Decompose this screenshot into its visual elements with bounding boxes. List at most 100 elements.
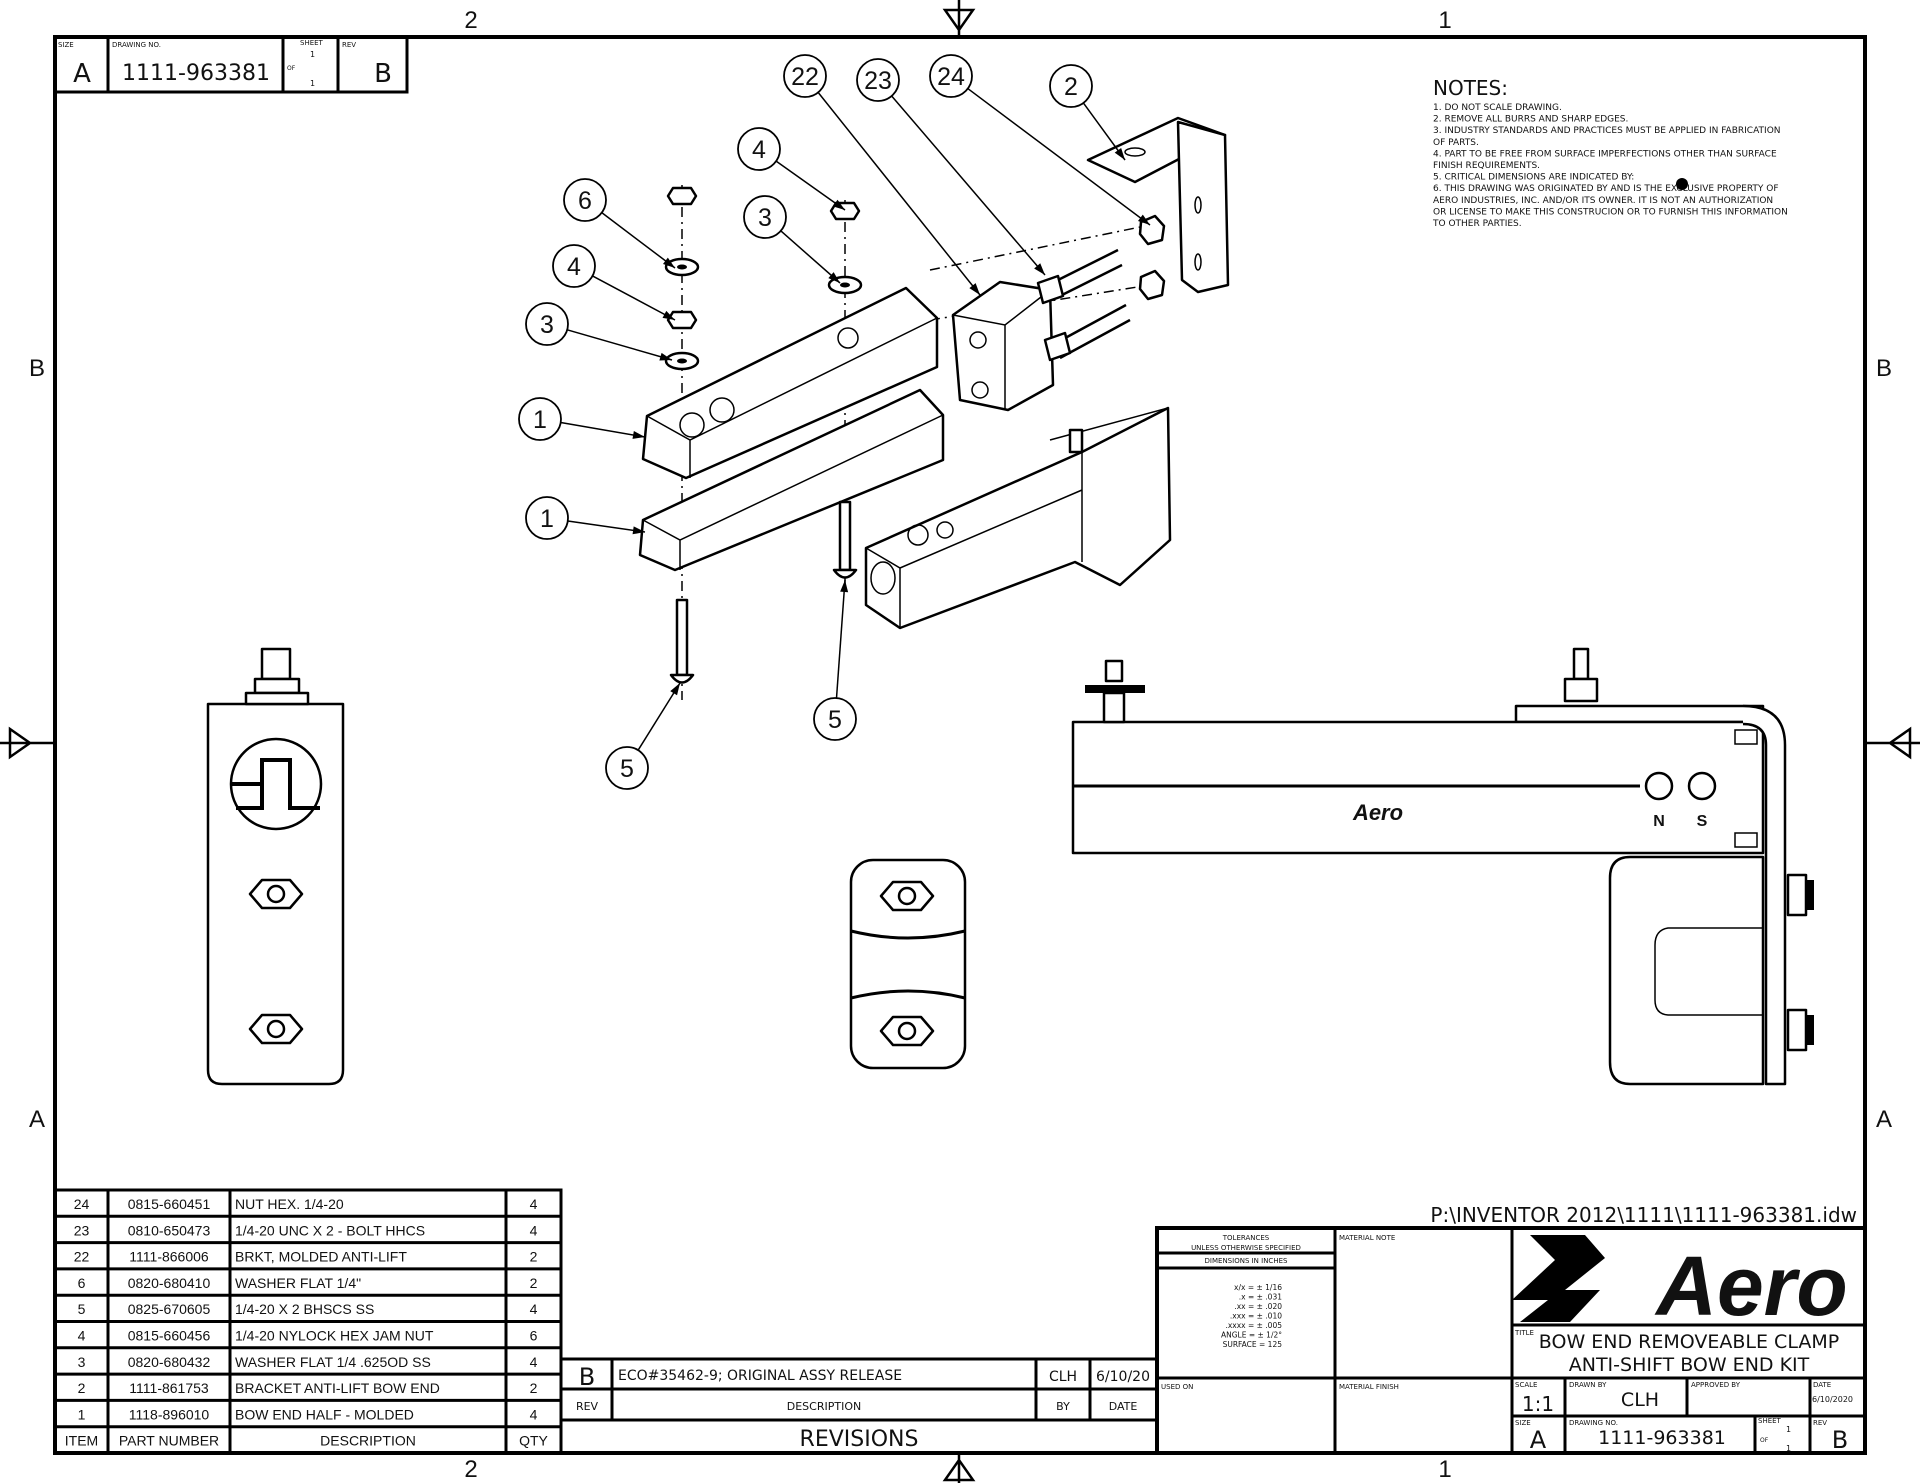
sheet-value: 1 xyxy=(1786,1425,1791,1434)
tolerance-line: SURFACE = 125 xyxy=(1223,1340,1283,1349)
balloon: 1 xyxy=(525,496,646,540)
end-view-left xyxy=(206,647,345,1086)
balloon-circle xyxy=(525,496,569,540)
bom-cell: 1111-861753 xyxy=(129,1380,209,1396)
balloon-number: 3 xyxy=(540,311,554,339)
corner-sheet-label: SHEET xyxy=(300,39,324,47)
balloon-number: 1 xyxy=(533,406,547,434)
corner-drawing-number: 1111-963381 xyxy=(122,61,270,86)
bom-cell: 0815-660456 xyxy=(128,1328,211,1344)
balloon-number: 2 xyxy=(1064,73,1078,101)
used-on-label: USED ON xyxy=(1161,1383,1193,1391)
balloon-circle xyxy=(518,397,562,441)
corner-of: 1 xyxy=(310,79,315,88)
balloon-number: 23 xyxy=(864,67,892,95)
corner-title-block: SIZE A DRAWING NO. 1111-963381 SHEET 1 O… xyxy=(53,35,409,94)
date-label: DATE xyxy=(1813,1381,1831,1389)
bom-cell: 23 xyxy=(74,1222,90,1238)
exploded-view xyxy=(638,116,1230,700)
zone-top-1: 1 xyxy=(1438,7,1451,34)
leader-line xyxy=(891,95,1046,276)
revision-header-rev: REV xyxy=(576,1400,599,1413)
tolerance-line: x/x = ± 1/16 xyxy=(1234,1283,1282,1292)
aero-logo-text: Aero xyxy=(1654,1239,1847,1333)
balloon-number: 3 xyxy=(758,204,772,232)
balloon: 2 xyxy=(1049,64,1126,161)
balloon-circle xyxy=(563,178,607,222)
balloon-number: 5 xyxy=(828,706,842,734)
material-note-label: MATERIAL NOTE xyxy=(1339,1234,1395,1242)
note-line: 4. PART TO BE FREE FROM SURFACE IMPERFEC… xyxy=(1433,149,1777,159)
balloon-number: 22 xyxy=(791,63,819,91)
arrowhead-icon xyxy=(663,257,675,268)
balloon-circle xyxy=(525,302,569,346)
revisions-table: B ECO#35462-9; ORIGINAL ASSY RELEASE CLH… xyxy=(559,1357,1159,1455)
bow-end-half-upper xyxy=(641,286,939,480)
size-label: SIZE xyxy=(1515,1419,1531,1427)
balloon: 5 xyxy=(605,682,681,790)
drawn-by-value: CLH xyxy=(1621,1389,1659,1411)
bom-cell: 3 xyxy=(78,1354,86,1370)
rev-value: B xyxy=(1832,1426,1848,1454)
zone-bottom-2: 2 xyxy=(464,1456,477,1483)
balloon: 3 xyxy=(525,302,673,361)
leader-line xyxy=(637,682,681,751)
balloon-number: 5 xyxy=(620,755,634,783)
note-line: 3. INDUSTRY STANDARDS AND PRACTICES MUST… xyxy=(1433,126,1781,136)
hole-label-s: S xyxy=(1697,813,1708,830)
drawing-no-label: DRAWING NO. xyxy=(1569,1419,1618,1427)
center-mark-bottom-icon xyxy=(942,1453,976,1483)
approved-by-label: APPROVED BY xyxy=(1691,1381,1741,1389)
note-line: OR LICENSE TO MAKE THIS CONSTRUCION OR T… xyxy=(1433,207,1788,217)
bom-cell: 24 xyxy=(74,1196,90,1212)
revision-date: 6/10/20 xyxy=(1096,1369,1150,1385)
material-finish-label: MATERIAL FINISH xyxy=(1339,1383,1399,1391)
zone-right-b: B xyxy=(1876,355,1892,382)
balloon: 1 xyxy=(518,397,646,441)
bom-cell: 1 xyxy=(78,1406,86,1422)
balloon-number: 6 xyxy=(578,187,592,215)
balloon-circle xyxy=(856,58,900,102)
center-mark-left-icon xyxy=(0,726,55,760)
critical-dimension-dot-icon xyxy=(1676,178,1688,190)
file-path: P:\INVENTOR 2012\1111\1111-963381.idw xyxy=(1430,1203,1857,1227)
tolerance-line: .xx = ± .020 xyxy=(1234,1302,1282,1311)
balloon: 24 xyxy=(929,54,1151,226)
arrowhead-icon xyxy=(632,526,645,535)
arrowhead-icon xyxy=(670,683,680,696)
zone-left-a: A xyxy=(29,1106,45,1133)
balloon: 23 xyxy=(856,58,1046,276)
arrowhead-icon xyxy=(1034,263,1045,275)
arrowhead-icon xyxy=(632,431,645,439)
bom-cell: BOW END HALF - MOLDED xyxy=(235,1406,414,1422)
bom-cell: 22 xyxy=(74,1249,90,1265)
bom-cell: ITEM xyxy=(65,1433,98,1449)
rev-label: REV xyxy=(1813,1419,1827,1427)
note-line: 2. REMOVE ALL BURRS AND SHARP EDGES. xyxy=(1433,115,1628,125)
arrowhead-icon xyxy=(969,283,980,295)
bom-cell: 0820-680410 xyxy=(128,1275,211,1291)
bom-cell: QTY xyxy=(519,1433,548,1449)
zone-left-b: B xyxy=(29,355,45,382)
note-line: 5. CRITICAL DIMENSIONS ARE INDICATED BY: xyxy=(1433,173,1634,183)
bom-cell: 1/4-20 NYLOCK HEX JAM NUT xyxy=(235,1328,434,1344)
drawing-title-line-1: BOW END REMOVEABLE CLAMP xyxy=(1539,1331,1839,1353)
note-line: 1. DO NOT SCALE DRAWING. xyxy=(1433,103,1562,113)
revision-header-date: DATE xyxy=(1109,1400,1138,1413)
leader-line xyxy=(775,160,846,211)
bom-cell: PART NUMBER xyxy=(119,1433,219,1449)
bom-cell: 1/4-20 X 2 BHSCS SS xyxy=(235,1301,374,1317)
tolerance-line: ANGLE = ± 1/2° xyxy=(1221,1331,1282,1340)
leader-line xyxy=(780,230,841,284)
of-label: OF xyxy=(1760,1437,1769,1444)
revision-header-by: BY xyxy=(1056,1400,1070,1413)
corner-size: A xyxy=(73,59,91,89)
bom-cell: 2 xyxy=(78,1380,86,1396)
